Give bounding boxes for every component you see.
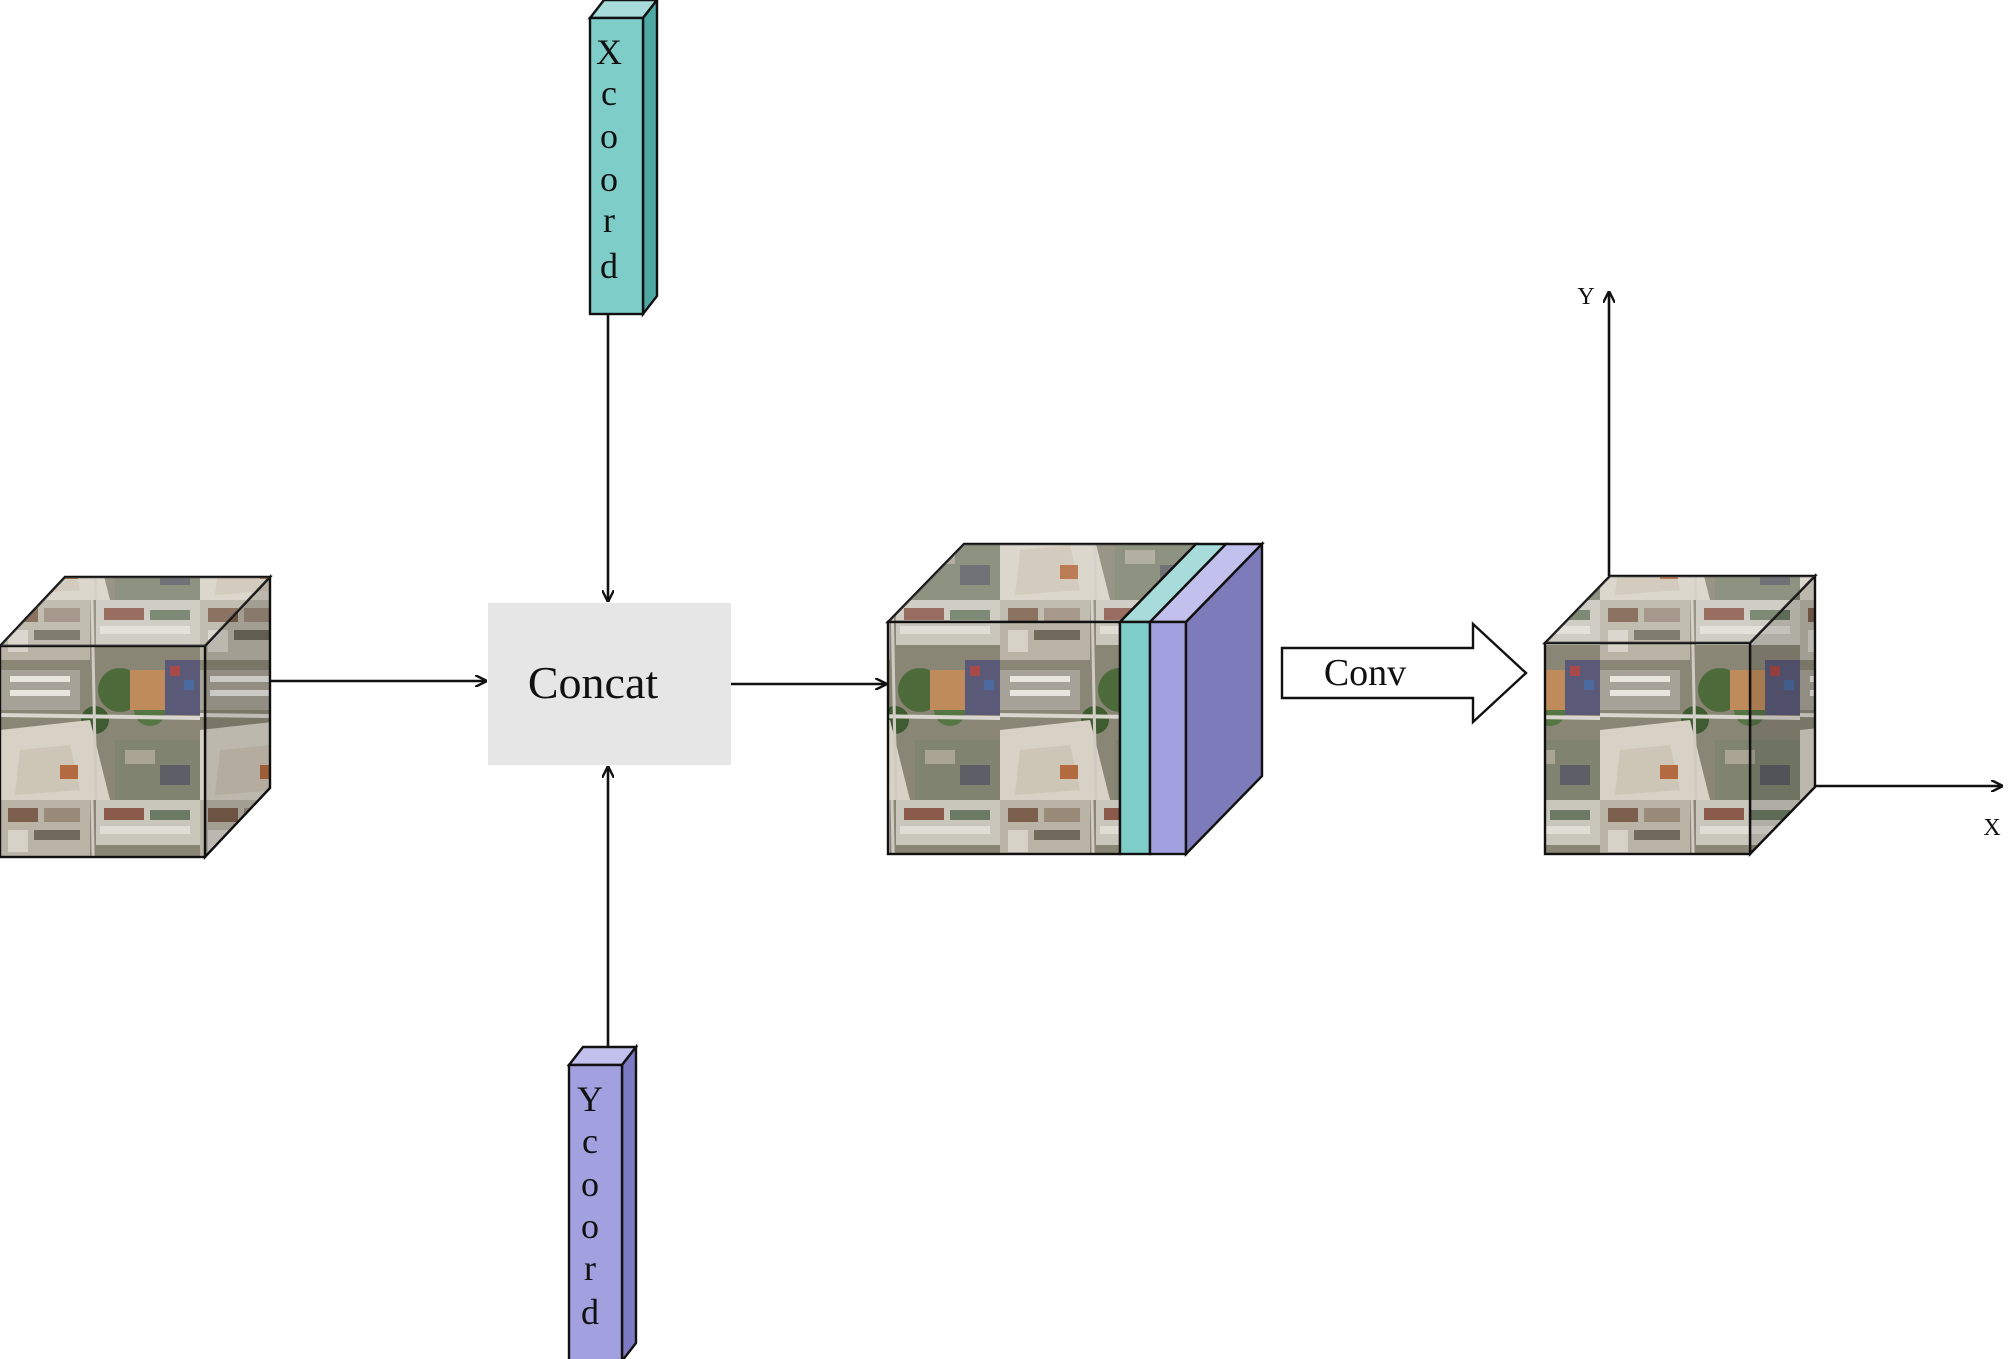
- ycoord-letter-1: Y: [577, 1079, 603, 1119]
- concatenated-feature-stack: [885, 541, 1265, 857]
- conv-arrow: Conv: [1280, 621, 1528, 725]
- ycoord-letter-4: o: [581, 1206, 599, 1246]
- concat-box: Concat: [488, 603, 731, 765]
- xcoord-letter-4: o: [600, 159, 618, 199]
- y-axis-label: Y: [1577, 284, 1594, 310]
- xcoord-letter-6: d: [600, 246, 618, 286]
- xcoord-bar: X c o o r d: [587, 0, 659, 318]
- conv-label: Conv: [1324, 652, 1406, 694]
- output-axes: Y X: [1577, 284, 2002, 841]
- ycoord-bar: Y c o o r d: [566, 1043, 639, 1359]
- xcoord-letter-3: o: [600, 116, 618, 156]
- output-image-cube: [1542, 573, 1818, 857]
- input-image-cube: [0, 573, 273, 861]
- concat-label: Concat: [528, 657, 659, 708]
- xcoord-letter-1: X: [596, 32, 622, 72]
- xcoord-letter-2: c: [601, 73, 617, 113]
- ycoord-letter-5: r: [584, 1248, 596, 1288]
- xcoord-letter-5: r: [603, 200, 615, 240]
- x-axis-label: X: [1983, 815, 2000, 841]
- ycoord-letter-6: d: [581, 1292, 599, 1332]
- ycoord-letter-2: c: [582, 1121, 598, 1161]
- ycoord-letter-3: o: [581, 1164, 599, 1204]
